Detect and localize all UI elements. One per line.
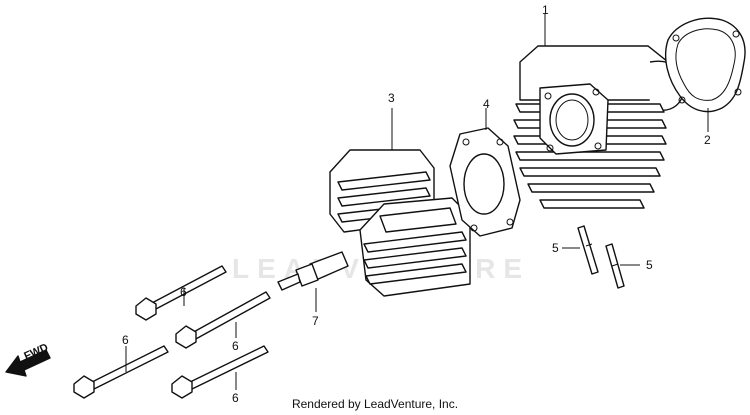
callout-4[interactable]: 4 — [483, 97, 490, 111]
bolt-part[interactable] — [175, 291, 271, 349]
head-gasket-part[interactable] — [449, 127, 521, 237]
callout-5a[interactable]: 5 — [552, 241, 559, 255]
cylinder-gasket-part[interactable] — [664, 17, 746, 113]
render-caption: Rendered by LeadVenture, Inc. — [291, 397, 459, 411]
callout-3[interactable]: 3 — [388, 91, 395, 105]
callout-1[interactable]: 1 — [542, 3, 549, 17]
callout-6c[interactable]: 6 — [122, 333, 129, 347]
cylinder-part[interactable] — [513, 45, 685, 209]
cylinder-head-part[interactable] — [329, 149, 471, 297]
callout-5b[interactable]: 5 — [646, 258, 653, 272]
callout-6d[interactable]: 6 — [232, 391, 239, 405]
spark-plug-part[interactable] — [277, 251, 349, 291]
forward-arrow-icon — [5, 349, 51, 377]
callout-6a[interactable]: 6 — [180, 285, 187, 299]
bolt-part[interactable] — [135, 265, 227, 321]
stud-bolt-part[interactable] — [577, 225, 599, 275]
callout-7[interactable]: 7 — [312, 314, 319, 328]
stud-bolt-part[interactable] — [605, 243, 625, 289]
bolt-part[interactable] — [73, 345, 169, 399]
callout-2[interactable]: 2 — [704, 133, 711, 147]
callout-6b[interactable]: 6 — [232, 339, 239, 353]
bolt-part[interactable] — [171, 345, 269, 399]
